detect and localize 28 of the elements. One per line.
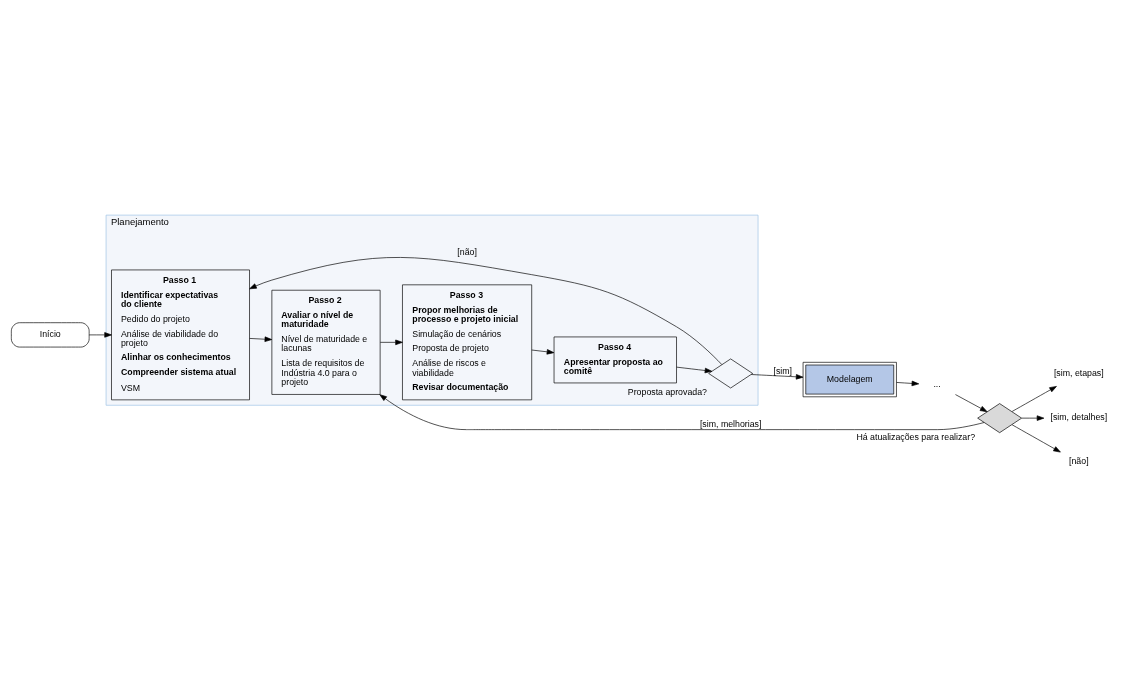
arrow bbox=[1011, 385, 1057, 412]
arrow bbox=[88, 331, 112, 338]
arrow bbox=[750, 373, 804, 380]
node-box: Passo 4 Apresentar proposta ao comitê bbox=[553, 336, 677, 383]
node-box: Passo 2 Avaliar o nível de maturidade Nível de maturidade e lacunas Lista de requisitos de Indústria 4.0 para o projeto bbox=[271, 289, 381, 395]
node-box: Passo 3 Propor melhorias de processo e projeto inicial Simulação de cenários Proposta de projeto Análise de riscos e viabilidade Revisar documentação bbox=[402, 284, 533, 400]
arrow bbox=[955, 393, 988, 412]
edge-label: [sim] bbox=[773, 365, 793, 376]
node-text: [sim, etapas] bbox=[1053, 367, 1104, 378]
arrow bbox=[896, 380, 920, 386]
node-text: [não] bbox=[1069, 455, 1089, 466]
arrow bbox=[531, 348, 555, 355]
arrow bbox=[676, 366, 713, 373]
arrow bbox=[379, 393, 985, 430]
node-text: [sim, detalhes] bbox=[1050, 411, 1108, 422]
node-text: ... bbox=[933, 378, 941, 389]
node-box: Início bbox=[11, 321, 90, 347]
node-label: Há atualizações para realizar? bbox=[856, 431, 976, 442]
edge-label: [sim, melhorias] bbox=[699, 418, 762, 429]
arrow bbox=[1021, 414, 1045, 421]
edge-label: [não] bbox=[457, 246, 477, 257]
node-diamond bbox=[708, 358, 753, 388]
arrow bbox=[1011, 423, 1061, 452]
node-label: Proposta aprovada? bbox=[627, 386, 707, 397]
arrow bbox=[249, 256, 723, 365]
arrow bbox=[379, 339, 403, 345]
arrow bbox=[249, 336, 273, 342]
node-box: Passo 1 Identificar expectativas do cliente Pedido do projeto Análise de viabilidade do projeto Alinhar os conhecimentos Compreender sistema atual VSM bbox=[111, 269, 250, 400]
